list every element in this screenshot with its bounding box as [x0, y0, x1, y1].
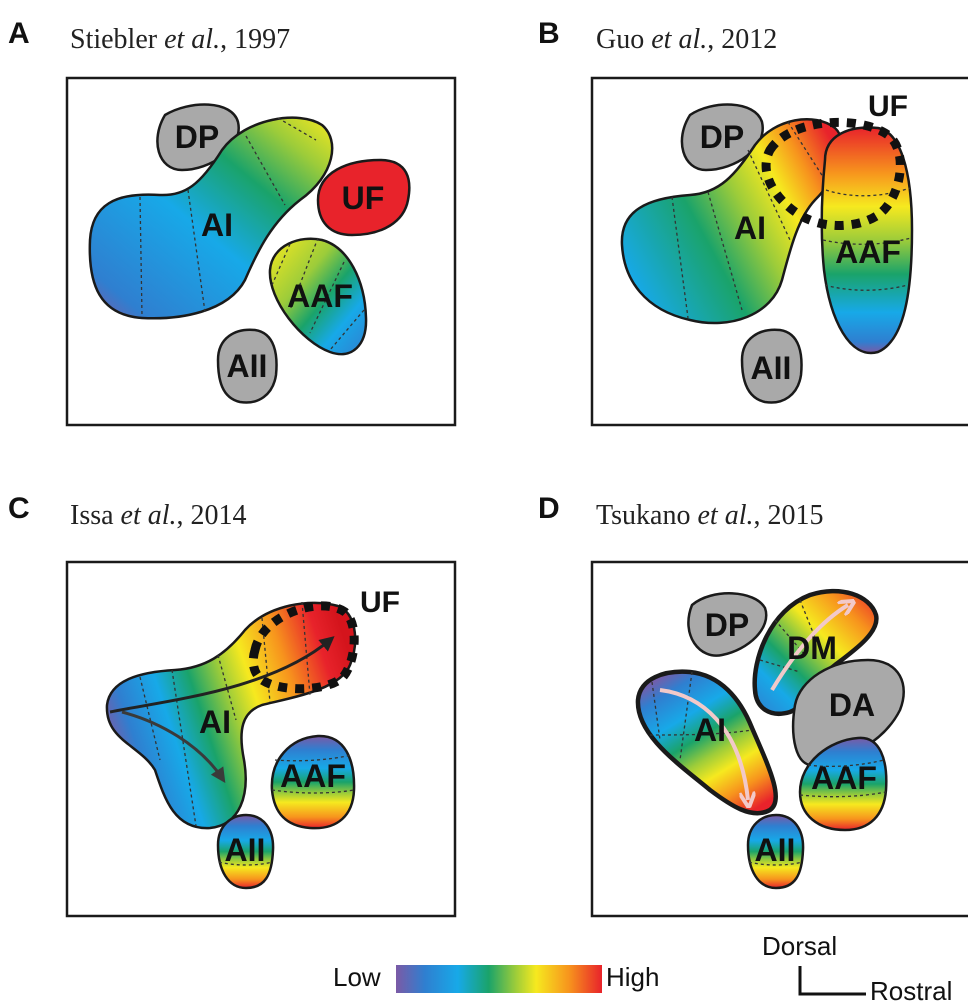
- label-aaf: AAF: [811, 760, 877, 796]
- label-aii: AII: [227, 348, 268, 384]
- region-ai: [88, 116, 334, 320]
- region-da: [791, 658, 905, 767]
- region-aaf: [820, 126, 914, 355]
- label-aii: AII: [225, 832, 266, 868]
- panel-letter-a: A: [8, 17, 30, 50]
- gradient-arrow-uf: [109, 636, 335, 714]
- region-aaf: [270, 734, 356, 830]
- panel-b: B Guo et al., 2012 DP AI AAF UF AII: [538, 17, 968, 427]
- region-aii: [740, 328, 803, 404]
- region-ai: [635, 669, 778, 816]
- label-aaf: AAF: [280, 758, 346, 794]
- label-ai: AI: [694, 712, 726, 748]
- label-uf: UF: [342, 180, 385, 216]
- panel-title-a: Stiebler et al., 1997: [70, 24, 290, 55]
- panel-letter-d: D: [538, 492, 560, 525]
- gradient-arrow-ai: [121, 710, 226, 783]
- region-uf-outline: [248, 601, 359, 694]
- label-uf: UF: [360, 586, 400, 619]
- panel-title-d: Tsukano et al., 2015: [596, 500, 823, 531]
- gradient-arrow-dm: [770, 605, 848, 692]
- label-aaf: AAF: [287, 278, 353, 314]
- axis-rostral-label: Rostral: [870, 976, 952, 1003]
- label-dp: DP: [705, 607, 749, 643]
- label-dp: DP: [700, 119, 744, 155]
- region-aaf: [798, 736, 888, 832]
- color-legend: Low High: [333, 962, 659, 993]
- label-ai: AI: [734, 210, 766, 246]
- panel-d: D Tsukano et al., 2015 DP DM DA AI AAF: [538, 492, 968, 918]
- region-aii: [746, 813, 805, 890]
- orientation-axis-lines: [798, 966, 866, 996]
- label-aii: AII: [751, 350, 792, 386]
- label-aii: AII: [755, 832, 796, 868]
- label-aaf: AAF: [835, 234, 901, 270]
- panel-letter-b: B: [538, 17, 560, 50]
- region-dp: [687, 592, 768, 657]
- region-dm: [752, 588, 879, 716]
- region-aaf: [268, 237, 368, 356]
- label-ai: AI: [201, 207, 233, 243]
- label-uf: UF: [868, 90, 908, 123]
- region-uf: [316, 158, 411, 237]
- legend-low-label: Low: [333, 962, 381, 992]
- legend-high-label: High: [606, 962, 659, 992]
- gradient-arrow-ai: [659, 688, 748, 800]
- legend-color-bar: [396, 965, 602, 993]
- label-da: DA: [829, 687, 875, 723]
- panel-letter-c: C: [8, 492, 30, 525]
- panel-title-b: Guo et al., 2012: [596, 24, 777, 55]
- region-aii: [216, 328, 278, 404]
- panel-a: A Stiebler et al., 1997 DP AI UF AAF AII: [8, 17, 457, 427]
- label-dp: DP: [175, 119, 219, 155]
- region-aii: [216, 813, 275, 890]
- orientation-axes: Dorsal Rostral: [762, 931, 952, 1003]
- panel-title-c: Issa et al., 2014: [70, 500, 247, 531]
- label-dm: DM: [787, 630, 837, 666]
- panel-c: C Issa et al., 2014 AI UF AAF AII: [8, 492, 457, 918]
- label-ai: AI: [199, 704, 231, 740]
- axis-dorsal-label: Dorsal: [762, 931, 837, 961]
